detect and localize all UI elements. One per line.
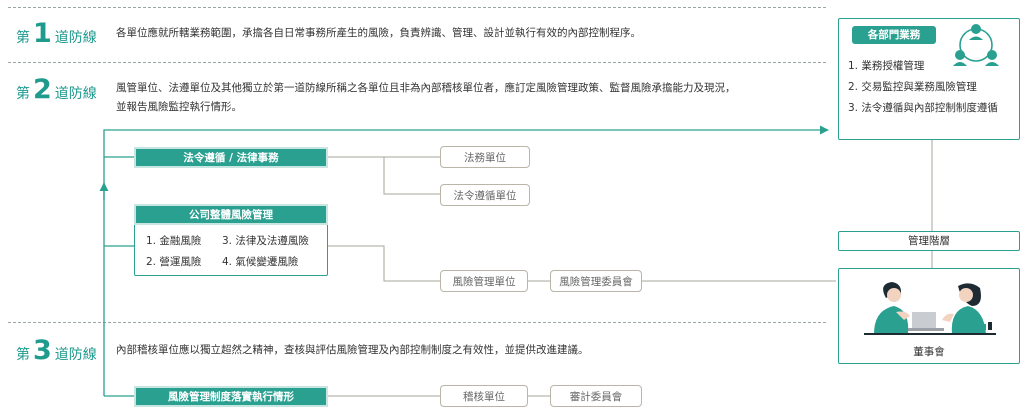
audit-committee-pill: 審計委員會 — [550, 385, 642, 407]
department-item-2: 2. 交易監控與業務風險管理 — [848, 81, 977, 93]
risk-item-financial: 1. 金融風險 — [146, 235, 202, 247]
line-1-prefix: 第 — [16, 30, 30, 46]
line-3-description-text: 內部稽核單位應以獨立超然之精神，查核與評估風險管理及內部控制制度之有效性，並提供… — [116, 344, 589, 356]
separator-line1-2 — [8, 62, 826, 63]
audit-unit-pill: 稽核單位 — [440, 385, 528, 407]
line-3-suffix: 道防線 — [54, 347, 97, 363]
risk-management-unit-pill: 風險管理單位 — [440, 270, 528, 292]
risk-item-operational: 2. 營運風險 — [146, 256, 202, 268]
line-2-description-text-2: 並報告風險監控執行情形。 — [116, 101, 242, 113]
people-network-icon — [953, 24, 999, 66]
department-item-1: 1. 業務授權管理 — [848, 60, 925, 72]
separator-line2-3 — [8, 322, 826, 323]
audit-header: 風險管理制度落實執行情形 — [134, 386, 328, 407]
compliance-unit-pill: 法令遵循單位 — [440, 184, 530, 206]
line-1-suffix: 道防線 — [54, 30, 97, 46]
line-1-description-text: 各單位應就所轄業務範圍，承擔各自日常事務所產生的風險，負責辨識、管理、設計並執行… — [116, 27, 641, 39]
board-label: 董事會 — [913, 346, 945, 358]
separator-top — [8, 7, 826, 8]
compliance-header: 法令遵循 / 法律事務 — [134, 147, 328, 168]
line-1-description: 各單位應就所轄業務範圍，承擔各自日常事務所產生的風險，負責辨識、管理、設計並執行… — [116, 24, 641, 43]
board-meeting-illustration — [864, 282, 996, 335]
enterprise-risk-header: 公司整體風險管理 — [134, 204, 328, 225]
line-2-description-text-1: 風管單位、法遵單位及其他獨立於第一道防線所稱之各單位且非為內部稽核單位者，應訂定… — [116, 82, 736, 94]
line-2-prefix: 第 — [16, 86, 30, 102]
line-3-number: 3 — [33, 335, 52, 366]
department-item-3: 3. 法令遵循與內部控制制度遵循 — [848, 102, 998, 114]
risk-item-climate: 4. 氣候變遷風險 — [222, 256, 299, 268]
line-2-description: 風管單位、法遵單位及其他獨立於第一道防線所稱之各單位且非為內部稽核單位者，應訂定… — [116, 79, 736, 117]
risk-committee-pill: 風險管理委員會 — [550, 270, 642, 292]
escalation-path — [103, 125, 829, 396]
line-2-suffix: 道防線 — [54, 86, 97, 102]
legal-unit-pill: 法務單位 — [440, 146, 530, 168]
risk-item-legal-compliance: 3. 法律及法遵風險 — [222, 235, 309, 247]
line-2-number: 2 — [33, 74, 52, 105]
line-3-description: 內部稽核單位應以獨立超然之精神，查核與評估風險管理及內部控制制度之有效性，並提供… — [116, 341, 589, 360]
line-1-number: 1 — [33, 18, 52, 49]
line-3-prefix: 第 — [16, 347, 30, 363]
management-box: 管理階層 — [838, 231, 1020, 251]
departments-header: 各部門業務 — [852, 26, 936, 44]
